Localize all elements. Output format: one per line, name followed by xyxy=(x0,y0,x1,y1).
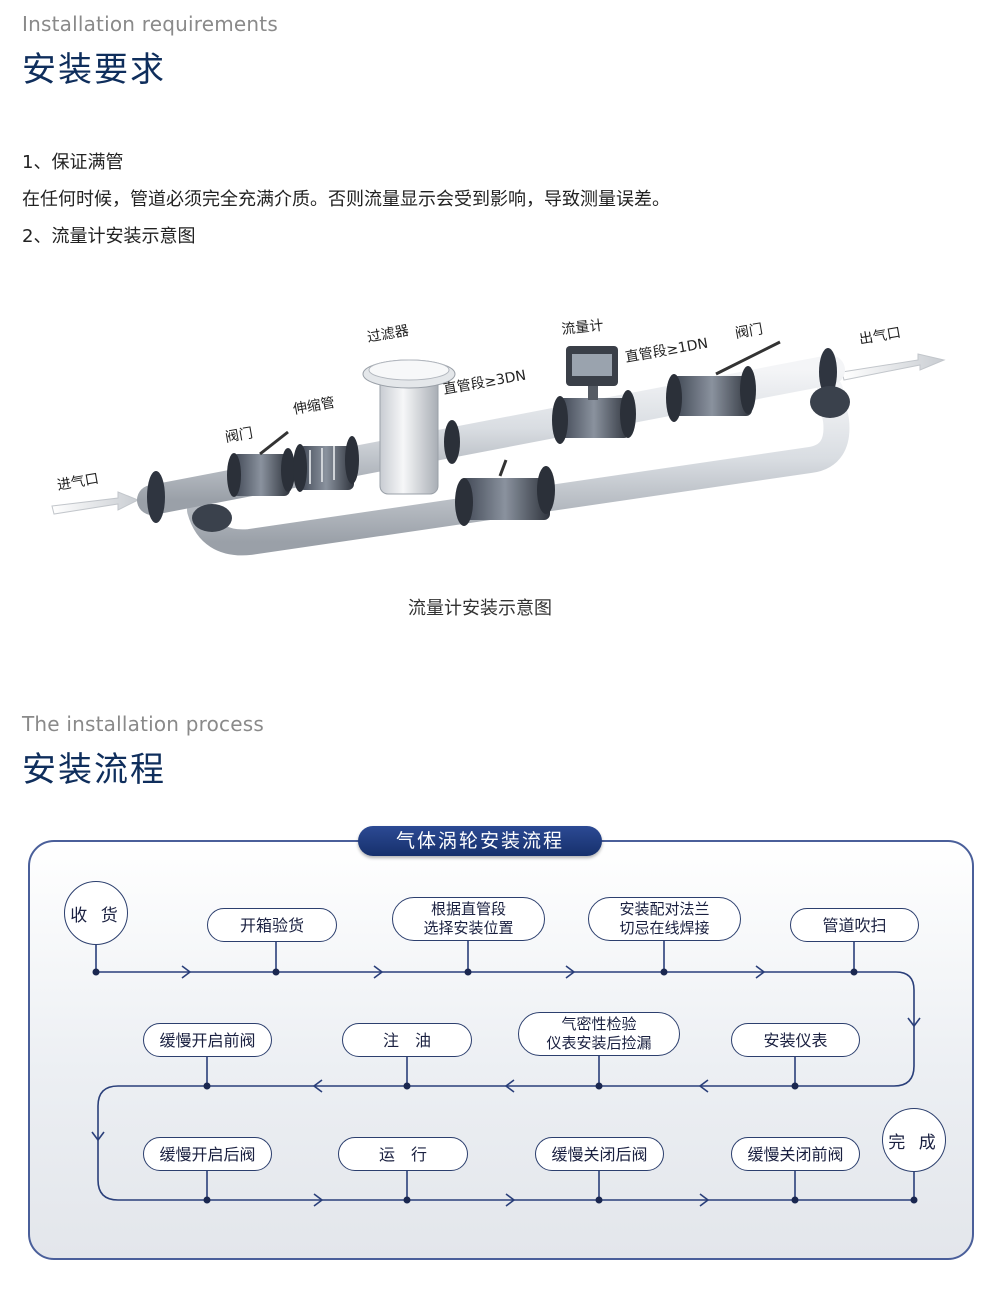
step-open-front-valve: 缓慢开启前阀 xyxy=(143,1023,272,1057)
section2-cn-title: 安装流程 xyxy=(22,750,166,790)
requirement-2: 2、流量计安装示意图 xyxy=(22,226,196,247)
label-expansion: 伸缩管 xyxy=(292,395,336,418)
step-run: 运 行 xyxy=(338,1137,468,1171)
label-valve-left: 阀门 xyxy=(224,425,254,446)
expansion-joint xyxy=(293,436,359,492)
label-outlet: 出气口 xyxy=(858,325,902,348)
diagram-caption: 流量计安装示意图 xyxy=(408,598,552,619)
step-start: 收 货 xyxy=(64,881,128,945)
label-inlet: 进气口 xyxy=(56,471,100,494)
step-end: 完 成 xyxy=(882,1108,946,1172)
flowmeter-installation-diagram: 进气口 阀门 伸缩管 过滤器 直管段≥3DN 流量计 直管段≥1DN 阀门 出气… xyxy=(51,318,946,556)
label-flowmeter: 流量计 xyxy=(561,318,604,338)
inlet-flange xyxy=(147,471,165,523)
inlet-arrow xyxy=(51,491,140,515)
requirement-1-desc: 在任何时候，管道必须完全充满介质。否则流量显示会受到影响，导致测量误差。 xyxy=(22,189,670,210)
section2-en-title: The installation process xyxy=(22,712,264,736)
step-choose-location: 根据直管段 选择安装位置 xyxy=(392,897,545,941)
filter-outlet-flange xyxy=(444,420,460,464)
bypass-elbow-flange xyxy=(810,386,850,418)
step-open-rear-valve: 缓慢开启后阀 xyxy=(143,1137,272,1171)
step-close-front-valve: 缓慢关闭前阀 xyxy=(731,1137,860,1171)
label-valve-right: 阀门 xyxy=(734,321,764,342)
outlet-flange xyxy=(819,348,837,396)
label-filter: 过滤器 xyxy=(366,323,410,346)
section1-cn-title: 安装要求 xyxy=(22,50,166,90)
flowmeter xyxy=(552,346,636,444)
bypass-valve xyxy=(455,459,555,526)
section1-en-title: Installation requirements xyxy=(22,12,278,36)
step-oil: 注 油 xyxy=(342,1023,472,1057)
step-install-meter: 安装仪表 xyxy=(731,1023,860,1057)
bypass-inlet-flange xyxy=(192,504,232,532)
step-pipe-purge: 管道吹扫 xyxy=(790,908,919,942)
step-leak-test: 气密性检验 仪表安装后捡漏 xyxy=(518,1012,680,1056)
right-valve xyxy=(666,340,781,422)
left-valve xyxy=(227,430,295,497)
step-close-rear-valve: 缓慢关闭后阀 xyxy=(535,1137,664,1171)
step-install-flanges: 安装配对法兰 切忌在线焊接 xyxy=(588,897,741,941)
process-title: 气体涡轮安装流程 xyxy=(358,826,602,856)
step-unpack-inspect: 开箱验货 xyxy=(207,908,337,942)
outlet-arrow xyxy=(841,353,946,381)
requirement-1: 1、保证满管 xyxy=(22,152,124,173)
filter xyxy=(362,359,456,495)
